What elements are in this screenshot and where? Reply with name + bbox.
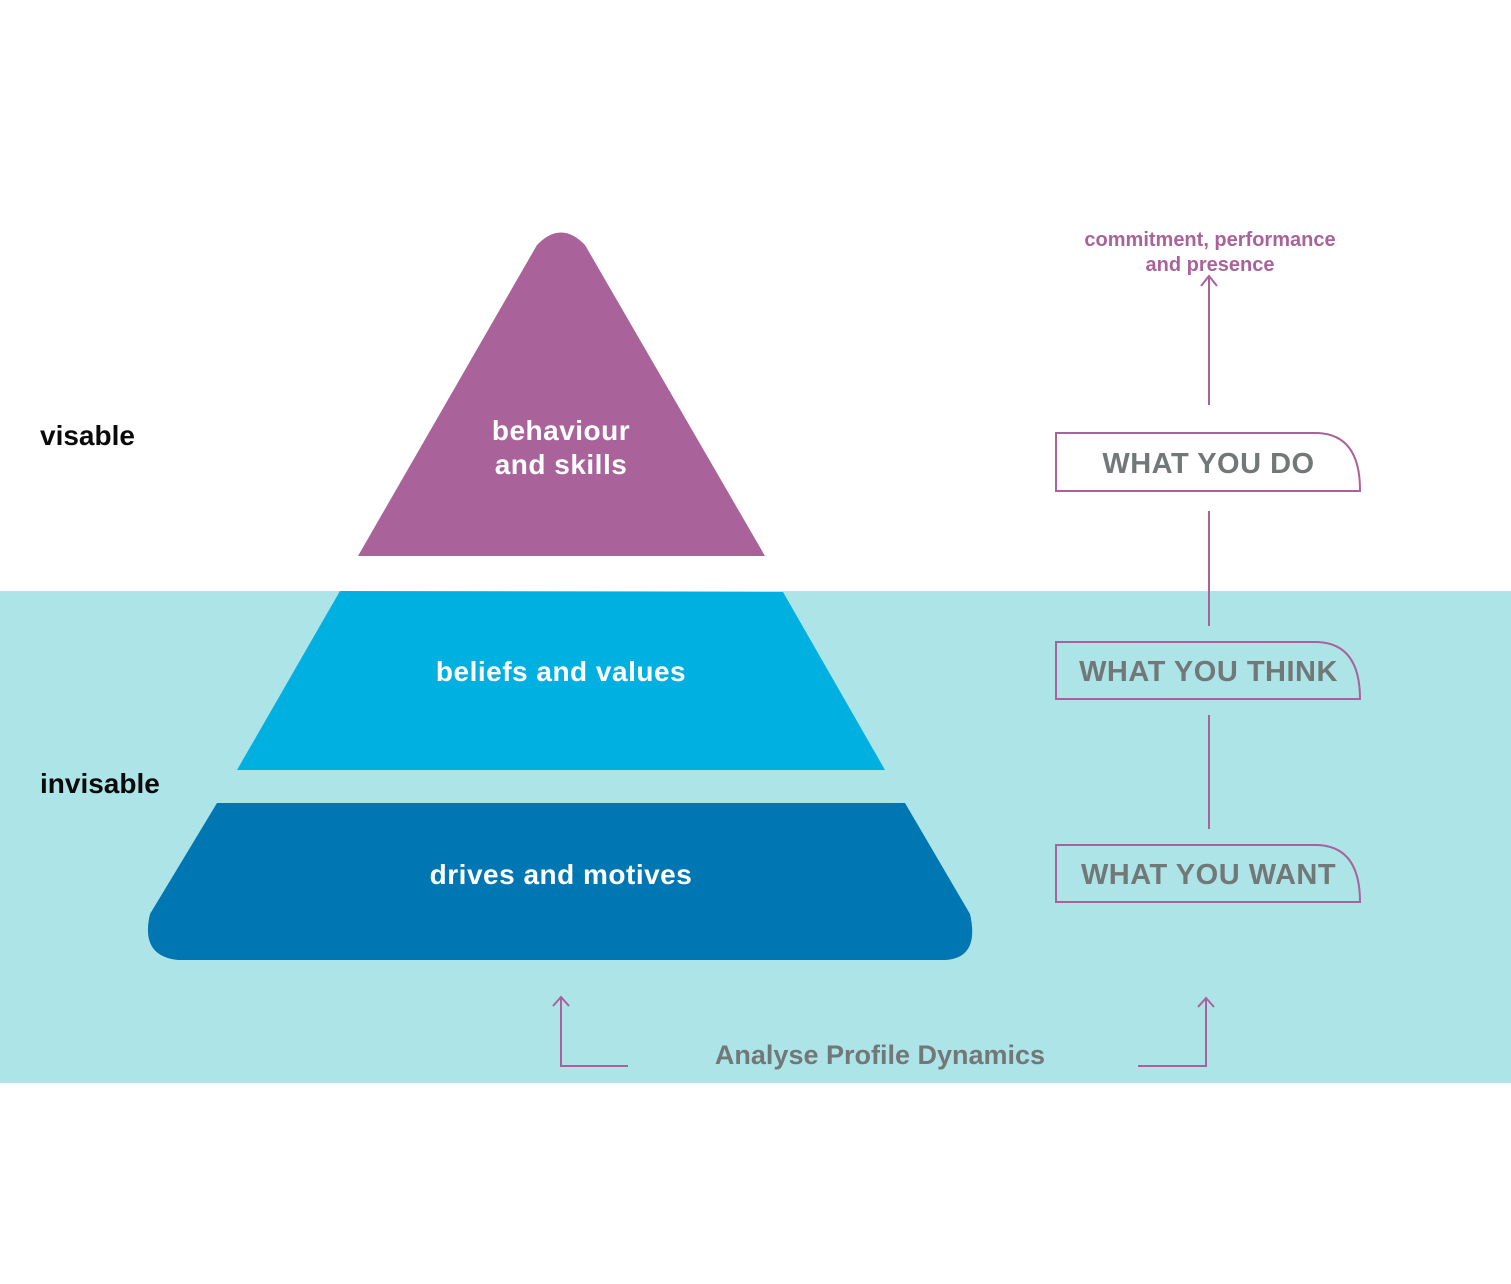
visible-label: visable bbox=[40, 420, 135, 451]
outcome-line1: commitment, performance bbox=[1084, 229, 1336, 251]
tier-label-middle: beliefs and values bbox=[435, 656, 687, 687]
tier-label-bottom: drives and motives bbox=[429, 859, 693, 890]
box-what-you-want bbox=[1055, 844, 1362, 903]
box-label-think: WHAT YOU THINK bbox=[1079, 656, 1338, 688]
box-what-you-do bbox=[1055, 432, 1361, 492]
box-label-do: WHAT YOU DO bbox=[1102, 448, 1315, 480]
tier-label-top: behaviour and skills bbox=[411, 414, 711, 482]
pyramid-tier-bottom bbox=[147, 803, 973, 960]
arrow-up-outcome-icon bbox=[1200, 274, 1218, 287]
arrow-up-right-icon bbox=[1197, 996, 1215, 1008]
footer-left-bracket bbox=[560, 997, 628, 1067]
invisible-label: invisable bbox=[40, 768, 160, 799]
arrow-up-left-icon bbox=[552, 995, 570, 1007]
footer-label: Analyse Profile Dynamics bbox=[714, 1040, 1046, 1070]
tier-label-top-line1: behaviour bbox=[491, 415, 631, 446]
outcome-line2: and presence bbox=[1145, 254, 1275, 276]
tier-label-top-line2: and skills bbox=[494, 449, 628, 480]
pyramid-tier-middle bbox=[237, 591, 885, 770]
box-what-you-think bbox=[1055, 641, 1362, 700]
outcome-text: commitment, performance and presence bbox=[1030, 228, 1390, 278]
pyramid-tier-top bbox=[358, 232, 765, 556]
box-label-want: WHAT YOU WANT bbox=[1080, 859, 1337, 891]
footer-right-bracket bbox=[1138, 998, 1207, 1067]
